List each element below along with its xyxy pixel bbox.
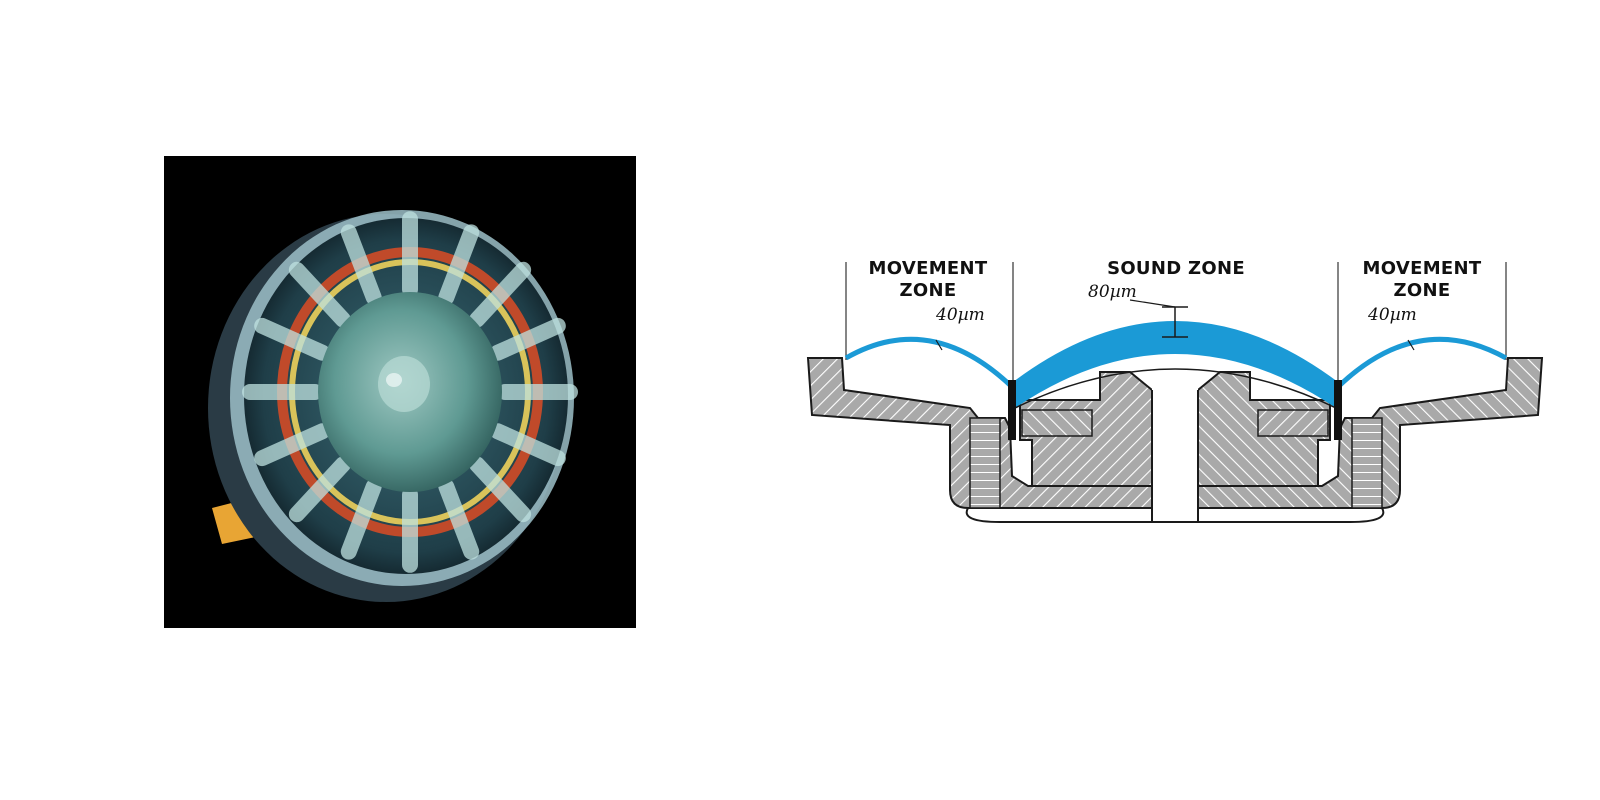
- grille-spoke: [438, 224, 480, 306]
- movement-zone-right-label: MOVEMENT ZONE: [1352, 258, 1492, 302]
- grille-spoke: [254, 317, 331, 361]
- movement-zone-left-label: MOVEMENT ZONE: [858, 258, 998, 302]
- driver-photo: [164, 156, 636, 628]
- membrane-sound-zone: [1013, 321, 1338, 408]
- grille-spoke: [489, 317, 566, 361]
- voice-coil-right: [1334, 380, 1342, 440]
- leader-40um-right: [1407, 339, 1415, 351]
- grille-spoke: [340, 224, 382, 306]
- thickness-40um-left-label: 40µm: [936, 305, 985, 325]
- grille-spoke: [438, 478, 480, 560]
- label-line: ZONE: [1393, 280, 1451, 301]
- leader-80um: [1129, 299, 1176, 308]
- sound-zone-label: SOUND ZONE: [1076, 258, 1276, 280]
- grille-spoke: [288, 261, 351, 328]
- driver-cross-section-diagram: MOVEMENT ZONE SOUND ZONE MOVEMENT ZONE 8…: [800, 240, 1550, 540]
- thickness-40um-right-label: 40µm: [1368, 305, 1417, 325]
- leader-40um-left: [935, 339, 943, 351]
- grille-spoke: [489, 423, 566, 467]
- grille-spoke: [469, 261, 532, 328]
- thickness-80um-label: 80µm: [1088, 282, 1137, 302]
- membrane-movement-left: [844, 336, 1012, 387]
- voice-coil-left: [1008, 380, 1016, 440]
- cross-section-svg: [806, 262, 1544, 523]
- center-vent: [1152, 372, 1198, 522]
- label-line: MOVEMENT: [868, 258, 988, 279]
- label-line: ZONE: [899, 280, 957, 301]
- grille-spoke: [340, 478, 382, 560]
- driver-photo-illustration: [208, 210, 578, 602]
- label-line: SOUND ZONE: [1107, 258, 1245, 279]
- grille-spoke: [469, 456, 532, 523]
- membrane-movement-right: [1338, 336, 1508, 387]
- grille-spokes: [242, 211, 578, 573]
- grille-spoke: [288, 456, 351, 523]
- grille-spoke: [254, 423, 331, 467]
- label-line: MOVEMENT: [1362, 258, 1482, 279]
